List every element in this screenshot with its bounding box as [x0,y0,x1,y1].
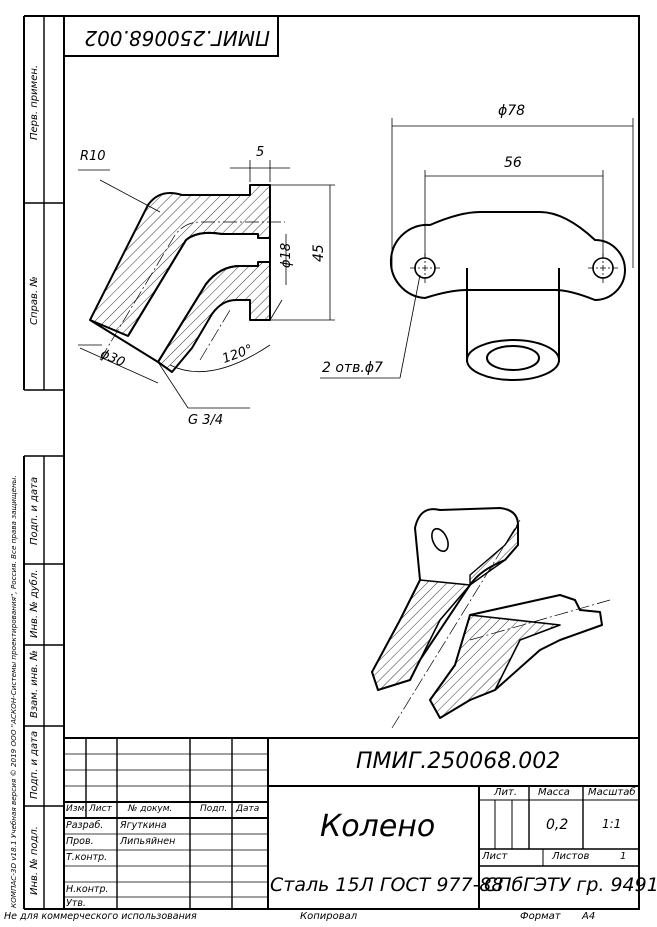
isometric-view [371,507,611,729]
role-name: Липьяйнен [120,836,176,847]
document-title: Колено [320,809,436,844]
dim-r10: R10 [80,149,106,164]
dim-45: 45 [311,244,327,262]
footer-copied: Копировал [300,911,358,922]
scale-value: 1:1 [602,817,622,831]
side-label-inv-dubl: Инв. № дубл. [29,569,40,638]
role-label: Разраб. [66,820,104,831]
title-block [64,737,639,909]
designation-top: ПМИГ.250068.002 [84,26,270,50]
dim-5: 5 [256,145,265,160]
header-izm: Изм. [66,804,88,814]
dim-56: 56 [504,155,522,171]
dim-d78: ϕ78 [498,103,526,119]
plan-view [320,118,634,381]
dim-g34: G 3/4 [188,413,224,428]
side-label-perv-primen: Перв. примен. [29,64,40,140]
role-label: Т.контр. [66,852,108,863]
dim-d18: ϕ18 [279,242,294,268]
header-doc-no: № докум. [128,804,173,814]
header-date: Дата [236,804,260,814]
role-name: Ягуткина [120,820,167,831]
header-lit: Лит. [494,787,518,798]
software-note: КОМПАС-3D v18.1 Учебная версия © 2019 ОО… [9,475,18,908]
role-label: Утв. [66,898,86,909]
header-scale: Масштаб [588,787,636,798]
header-list: Лист [89,804,112,814]
mass-value: 0,2 [546,817,569,833]
footer-noncommercial: Не для коммерческого использования [4,911,197,922]
footer-format-label: Формат [520,911,561,922]
side-label-sprav-no: Справ. № [29,276,40,325]
header-sign: Подп. [200,804,228,814]
designation-main: ПМИГ.250068.002 [356,749,561,774]
footer-format-value: А4 [582,911,596,922]
dim-holes: 2 отв.ϕ7 [322,360,383,376]
role-label: Пров. [66,836,94,847]
side-label-inv-podl: Инв. № подл. [29,826,40,895]
sheet-total-label: Листов [552,851,590,862]
section-view [78,160,335,409]
side-label-podp-data-2: Подп. и дата [29,730,40,799]
role-label: Н.контр. [66,884,109,895]
sheet-total: 1 [620,851,627,862]
sheet-frame [23,15,640,910]
header-mass: Масса [538,787,570,798]
side-label-vzam-inv: Взам. инв. № [29,650,40,718]
material: Сталь 15Л ГОСТ 977-88 [270,874,504,896]
organization: СПбГЭТУ гр. 9491 [484,874,657,896]
side-label-podp-data-1: Подп. и дата [29,476,40,545]
sheet-label: Лист [482,851,508,862]
